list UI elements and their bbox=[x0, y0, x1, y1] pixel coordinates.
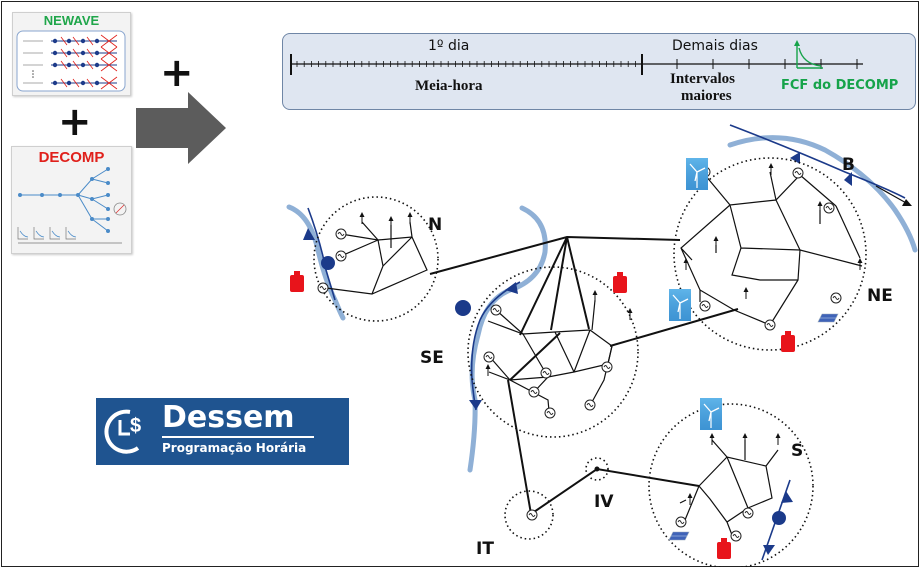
dessem-logo: $ Dessem Programação Horária bbox=[96, 398, 349, 465]
newave-card: NEWAVE bbox=[12, 12, 131, 96]
region-label-n: N bbox=[428, 215, 443, 235]
timeline-axis bbox=[290, 40, 863, 75]
decomp-title: DECOMP bbox=[38, 149, 105, 166]
region-label-b: B bbox=[842, 155, 855, 175]
larger-intervals-label-2: maiores bbox=[681, 88, 732, 104]
dessem-logo-name: Dessem bbox=[162, 400, 295, 435]
thermal-plant-icon bbox=[717, 538, 731, 559]
wind-turbine-icon bbox=[699, 397, 723, 431]
fcf-decomp-label: FCF do DECOMP bbox=[781, 78, 899, 93]
solar-panel-icon bbox=[817, 313, 839, 323]
region-label-iv: IV bbox=[594, 492, 614, 512]
larger-intervals-label-1: Intervalos bbox=[670, 71, 735, 87]
timeline-panel: 1º dia Meia-hora Demais dias Intervalos … bbox=[282, 33, 916, 110]
wind-turbine-icon bbox=[668, 288, 692, 322]
first-day-label: 1º dia bbox=[428, 38, 470, 54]
svg-text:$: $ bbox=[130, 415, 141, 437]
clock-dollar-icon: $ bbox=[104, 409, 141, 454]
half-hour-label: Meia-hora bbox=[415, 78, 483, 94]
wind-turbine-icon bbox=[685, 157, 709, 191]
region-label-s: S bbox=[791, 441, 804, 461]
plus-sign-top: + bbox=[160, 50, 194, 96]
region-label-it: IT bbox=[476, 539, 494, 559]
thermal-plant-icon bbox=[781, 331, 795, 352]
thermal-plant-icon bbox=[613, 272, 627, 293]
region-label-ne: NE bbox=[867, 286, 893, 306]
dessem-logo-subtitle: Programação Horária bbox=[162, 441, 307, 455]
newave-title: NEWAVE bbox=[43, 13, 100, 28]
thermal-plant-icon bbox=[290, 271, 304, 292]
decomp-tree-icon bbox=[17, 167, 127, 244]
region-label-se: SE bbox=[420, 348, 444, 368]
newave-scenario-tree-icon bbox=[16, 30, 126, 92]
plus-sign-left: + bbox=[58, 99, 92, 145]
decomp-card: DECOMP bbox=[11, 146, 132, 254]
fcf-curve-icon bbox=[794, 40, 823, 69]
solar-panel-icon bbox=[668, 531, 690, 541]
dessem-logo-underline bbox=[162, 436, 314, 438]
other-days-label: Demais dias bbox=[672, 38, 758, 54]
